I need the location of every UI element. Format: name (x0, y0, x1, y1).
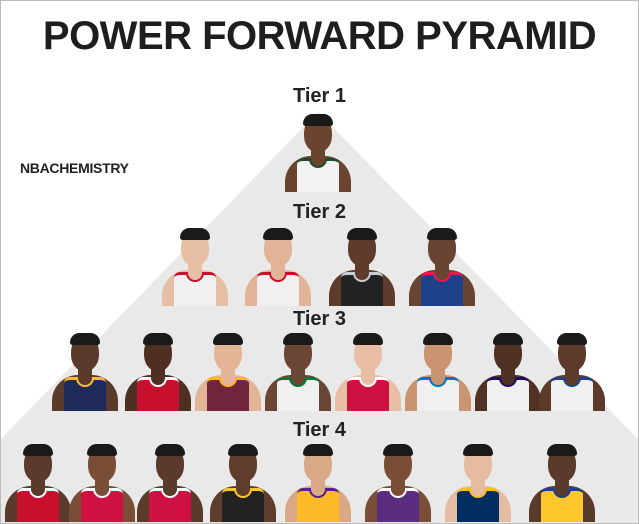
jersey-collar (149, 377, 167, 387)
jersey-collar (353, 272, 371, 282)
player-neck (501, 367, 515, 377)
player-neck (361, 367, 375, 377)
player-hair (383, 444, 413, 456)
player-photo-tier3-8 (537, 333, 607, 411)
jersey-collar (499, 377, 517, 387)
player-neck (271, 262, 285, 272)
player-neck (431, 367, 445, 377)
jersey-collar (76, 377, 94, 387)
player-hair (180, 228, 210, 240)
player-hair (23, 444, 53, 456)
page-title: POWER FORWARD PYRAMID (42, 14, 597, 58)
player-neck (471, 478, 485, 488)
player-hair (427, 228, 457, 240)
jersey-collar (269, 272, 287, 282)
player-hair (283, 333, 313, 345)
player-photo-tier4-2 (67, 444, 137, 522)
player-neck (555, 478, 569, 488)
player-neck (391, 478, 405, 488)
tier-2-label: Tier 2 (293, 201, 346, 223)
player-hair (303, 444, 333, 456)
jersey-collar (93, 488, 111, 498)
jersey-collar (469, 488, 487, 498)
player-hair (547, 444, 577, 456)
player-neck (291, 367, 305, 377)
player-hair (493, 333, 523, 345)
tier-1-label: Tier 1 (293, 85, 346, 107)
jersey-collar (29, 488, 47, 498)
jersey-collar (234, 488, 252, 498)
player-photo-tier2-4 (407, 228, 477, 306)
jersey-collar (433, 272, 451, 282)
player-photo-tier4-7 (443, 444, 513, 522)
player-hair (143, 333, 173, 345)
player-photo-tier4-8 (527, 444, 597, 522)
jersey-collar (359, 377, 377, 387)
player-hair (213, 333, 243, 345)
player-hair (155, 444, 185, 456)
player-photo-tier3-7 (473, 333, 543, 411)
tier-3-label: Tier 3 (293, 308, 346, 330)
player-photo-tier2-1 (160, 228, 230, 306)
player-photo-tier4-6 (363, 444, 433, 522)
player-hair (303, 114, 333, 126)
player-photo-tier4-1 (3, 444, 73, 522)
jersey-collar (309, 488, 327, 498)
jersey-collar (553, 488, 571, 498)
player-neck (163, 478, 177, 488)
pyramid-shape (0, 112, 639, 524)
jersey-collar (389, 488, 407, 498)
player-photo-tier4-3 (135, 444, 205, 522)
player-neck (355, 262, 369, 272)
jersey-collar (186, 272, 204, 282)
player-neck (78, 367, 92, 377)
jersey-collar (219, 377, 237, 387)
player-photo-tier3-4 (263, 333, 333, 411)
player-hair (263, 228, 293, 240)
player-hair (463, 444, 493, 456)
jersey-collar (429, 377, 447, 387)
player-neck (565, 367, 579, 377)
jersey-collar (289, 377, 307, 387)
player-photo-tier3-2 (123, 333, 193, 411)
player-neck (236, 478, 250, 488)
player-photo-tier3-5 (333, 333, 403, 411)
brand-watermark: NBACHEMISTRY (20, 160, 129, 176)
player-neck (95, 478, 109, 488)
player-hair (353, 333, 383, 345)
player-photo-tier1-1 (283, 114, 353, 192)
player-neck (31, 478, 45, 488)
player-hair (70, 333, 100, 345)
player-photo-tier2-2 (243, 228, 313, 306)
player-neck (151, 367, 165, 377)
player-neck (188, 262, 202, 272)
tier-4-label: Tier 4 (293, 419, 346, 441)
player-hair (347, 228, 377, 240)
player-neck (311, 148, 325, 158)
jersey-collar (563, 377, 581, 387)
player-hair (228, 444, 258, 456)
player-photo-tier3-3 (193, 333, 263, 411)
player-neck (311, 478, 325, 488)
player-photo-tier2-3 (327, 228, 397, 306)
player-photo-tier3-1 (50, 333, 120, 411)
player-photo-tier3-6 (403, 333, 473, 411)
player-photo-tier4-4 (208, 444, 278, 522)
jersey-collar (161, 488, 179, 498)
player-photo-tier4-5 (283, 444, 353, 522)
player-neck (435, 262, 449, 272)
jersey-collar (309, 158, 327, 168)
player-hair (87, 444, 117, 456)
player-hair (557, 333, 587, 345)
player-hair (423, 333, 453, 345)
player-neck (221, 367, 235, 377)
